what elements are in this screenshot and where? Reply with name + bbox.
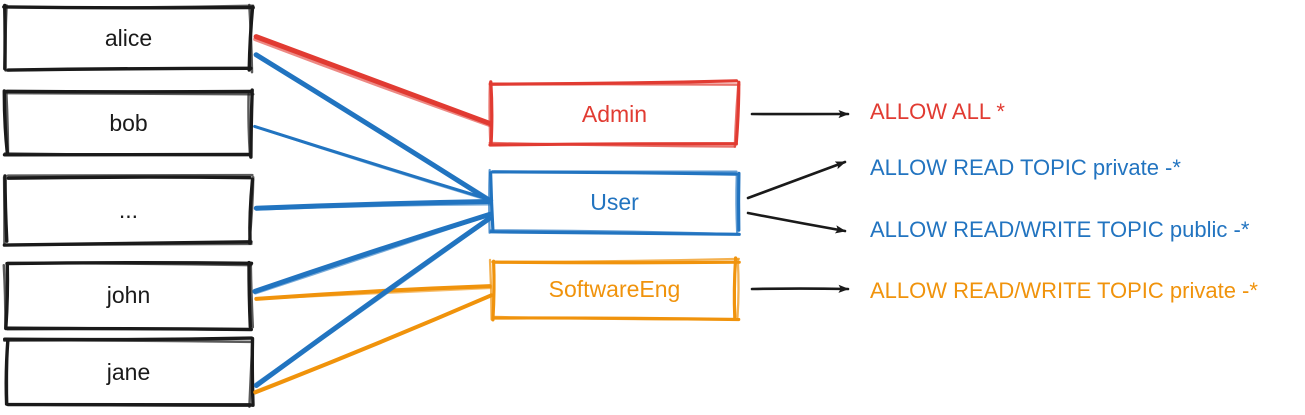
- edge-jane-to-user: [253, 216, 492, 388]
- arrow-user-to-perm-readwrite-topic-public: [746, 211, 847, 234]
- edge-bob-to-user: [253, 124, 492, 202]
- edge-ellipsis-to-user: [253, 199, 493, 211]
- edge-john-to-softwareeng: [254, 284, 492, 301]
- user-role-edges: [252, 34, 494, 395]
- role-box-softwareeng[interactable]: [488, 256, 741, 322]
- permission-label-perm-readwrite-topic-private: ALLOW READ/WRITE TOPIC private -*: [870, 278, 1258, 303]
- user-box-alice[interactable]: [2, 3, 255, 74]
- edge-john-to-user: [252, 211, 493, 295]
- role-permission-arrows: [746, 109, 850, 293]
- permission-label-perm-readwrite-topic-public: ALLOW READ/WRITE TOPIC public -*: [870, 217, 1250, 242]
- permission-label-perm-read-topic-private: ALLOW READ TOPIC private -*: [870, 155, 1181, 180]
- user-box-fill-john: [6, 263, 251, 328]
- user-box-fill-bob: [6, 92, 251, 155]
- user-box-jane[interactable]: [2, 336, 255, 408]
- role-box-fill-softwareeng: [492, 260, 737, 318]
- edge-alice-to-user: [253, 52, 494, 203]
- permission-label-perm-allow-all: ALLOW ALL *: [870, 99, 1005, 124]
- arrow-user-to-perm-read-topic-private: [746, 160, 847, 200]
- boxes-group: [2, 3, 741, 408]
- edge-alice-to-admin: [253, 34, 493, 128]
- user-box-fill-jane: [6, 340, 251, 405]
- user-box-john[interactable]: [2, 260, 255, 332]
- user-box-fill-ellipsis: [6, 177, 251, 243]
- role-box-fill-user: [492, 172, 737, 232]
- user-box-fill-alice: [6, 6, 251, 70]
- role-box-fill-admin: [492, 83, 737, 145]
- role-box-admin[interactable]: [488, 79, 741, 148]
- edge-jane-to-softwareeng: [253, 293, 494, 395]
- user-box-ellipsis[interactable]: [2, 173, 255, 247]
- user-box-bob[interactable]: [2, 88, 255, 159]
